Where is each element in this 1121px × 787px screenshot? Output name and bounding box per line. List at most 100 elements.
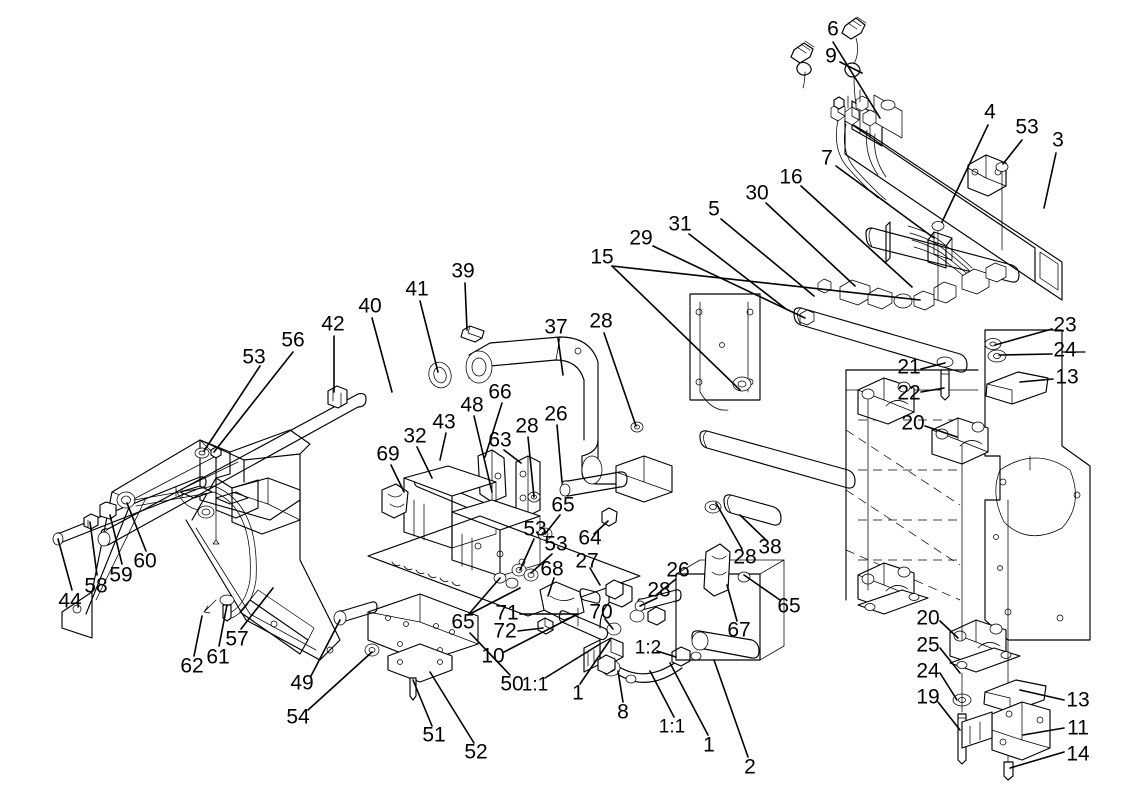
callout-number-37: 37 — [544, 315, 568, 339]
callout-number-61: 61 — [206, 645, 230, 669]
main-frame-assembly — [689, 16, 1091, 781]
leader-line — [89, 521, 98, 576]
leader-line — [589, 567, 601, 586]
leader-line — [715, 502, 743, 550]
callout-number-40: 40 — [358, 294, 382, 318]
callout-number-72: 72 — [493, 619, 517, 643]
callout-number-28: 28 — [589, 309, 613, 333]
callout-number-65: 65 — [777, 594, 801, 618]
callout-number-39: 39 — [451, 259, 475, 283]
callout-number-62: 62 — [180, 654, 204, 678]
callout-number-3: 3 — [1052, 128, 1064, 152]
callout-number-64: 64 — [578, 526, 602, 550]
callout-number-50: 50 — [500, 672, 524, 696]
callout-number-4: 4 — [984, 100, 996, 124]
callout-number-42: 42 — [321, 312, 345, 336]
callout-number-6: 6 — [827, 17, 839, 41]
callout-number-65: 65 — [551, 493, 575, 517]
callout-number-8: 8 — [617, 700, 629, 724]
clamp-bracket-upper — [931, 417, 989, 465]
callout-number-44: 44 — [58, 589, 82, 613]
leader-line — [656, 650, 677, 658]
leader-line — [998, 353, 1053, 356]
leader-line — [688, 233, 787, 310]
leader-line — [519, 538, 535, 571]
leader-line — [937, 701, 961, 731]
callout-number-26: 26 — [544, 402, 568, 426]
callout-number-65: 65 — [451, 610, 475, 634]
callout-number-60: 60 — [133, 549, 157, 573]
callout-number-28: 28 — [733, 545, 757, 569]
leader-line — [467, 577, 501, 616]
callout-number-9: 9 — [825, 44, 837, 68]
leader-line — [639, 597, 658, 607]
leader-line — [713, 659, 749, 758]
leader-line — [1022, 727, 1065, 736]
leader-line — [484, 402, 503, 458]
leader-line — [1019, 378, 1054, 383]
leader-line — [920, 387, 945, 393]
leader-line — [218, 604, 228, 647]
callout-number-67: 67 — [727, 618, 751, 642]
callout-number-48: 48 — [460, 393, 484, 417]
callout-number-24: 24 — [1053, 338, 1077, 362]
leader-line — [527, 436, 535, 498]
callout-number-30: 30 — [745, 181, 769, 205]
callout-number-63: 63 — [488, 428, 512, 452]
callout-number-1: 1 — [572, 681, 584, 705]
callout-number-14: 14 — [1066, 742, 1090, 766]
leader-line — [503, 613, 579, 653]
callout-number-28: 28 — [647, 578, 671, 602]
leader-line — [109, 514, 123, 565]
callout-number-26: 26 — [666, 558, 690, 582]
leader-line — [939, 647, 961, 674]
leader-line — [530, 553, 553, 574]
callout-number-15: 15 — [590, 245, 614, 269]
callout-number-22: 22 — [897, 381, 921, 405]
leader-line — [720, 218, 815, 297]
leader-line — [419, 300, 439, 373]
leader-line — [994, 328, 1053, 346]
leader-line — [649, 670, 675, 718]
callout-number-20: 20 — [916, 606, 940, 630]
leader-line — [556, 424, 563, 483]
callout-number-51: 51 — [422, 723, 446, 747]
callout-number-52: 52 — [464, 740, 488, 764]
leader-line — [416, 446, 433, 479]
leader-line — [726, 584, 738, 622]
callout-number-24: 24 — [916, 659, 940, 683]
callout-number-57: 57 — [225, 627, 249, 651]
callout-number-29: 29 — [629, 226, 653, 250]
leader-line — [654, 578, 677, 597]
leader-line — [517, 627, 544, 632]
callout-number-21: 21 — [897, 355, 921, 379]
callout-number-66: 66 — [488, 380, 512, 404]
leader-line — [924, 425, 958, 438]
callout-number-53: 53 — [544, 532, 568, 556]
leader-line — [611, 265, 741, 391]
callout-number-13: 13 — [1066, 688, 1090, 712]
callout-number-5: 5 — [708, 197, 720, 221]
callout-number-70: 70 — [589, 600, 613, 624]
leader-line — [652, 245, 806, 319]
leader-line — [464, 282, 468, 331]
leader-line — [547, 577, 555, 597]
leader-line — [469, 632, 511, 676]
callout-number-68: 68 — [540, 557, 564, 581]
callout-number-43: 43 — [432, 410, 456, 434]
leader-line — [579, 639, 611, 685]
callout-number-2: 2 — [744, 755, 756, 779]
callout-number-20: 20 — [901, 411, 925, 435]
callout-number-56: 56 — [281, 328, 305, 352]
leader-line — [310, 619, 341, 677]
callout-number-16: 16 — [779, 165, 803, 189]
leader-line — [617, 670, 624, 703]
callout-number-38: 38 — [758, 535, 782, 559]
callout-number-28: 28 — [515, 414, 539, 438]
leader-line — [240, 587, 274, 630]
callout-number-59: 59 — [109, 563, 133, 587]
leader-line — [412, 679, 433, 727]
leader-line — [371, 317, 393, 393]
